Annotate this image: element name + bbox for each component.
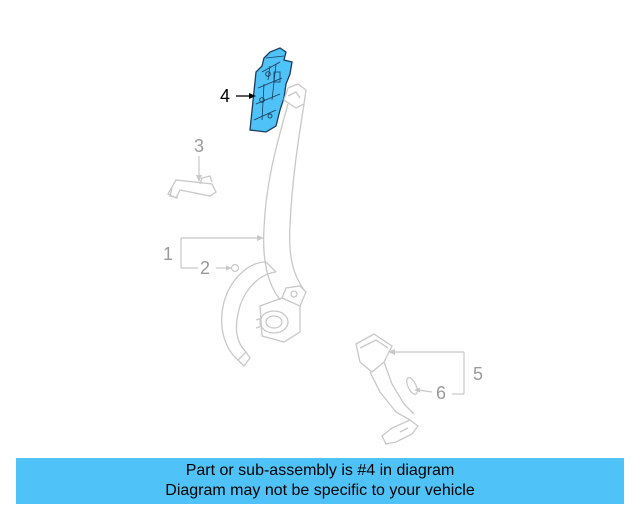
part-3-guide xyxy=(167,175,217,199)
callout-1: 1 xyxy=(163,244,173,264)
upper-anchor-d-ring xyxy=(283,83,307,109)
caption-line-2: Diagram may not be specific to your vehi… xyxy=(165,482,475,499)
leader-lines xyxy=(180,156,465,395)
caption-line-1: Part or sub-assembly is #4 in diagram xyxy=(185,462,455,479)
part-1-belt-webbing xyxy=(221,103,305,367)
caption-banner: Part or sub-assembly is #4 in diagram Di… xyxy=(16,458,624,504)
leader-line-4 xyxy=(236,93,256,99)
callout-6: 6 xyxy=(436,383,446,403)
callout-3: 3 xyxy=(194,136,204,156)
callout-5: 5 xyxy=(473,364,483,384)
callout-4[interactable]: 4 xyxy=(220,86,230,106)
part-4-bracket[interactable] xyxy=(249,47,293,133)
callout-2: 2 xyxy=(200,258,210,278)
belt-retractor xyxy=(255,285,307,343)
part-5-buckle xyxy=(355,333,419,445)
leader-arrowheads xyxy=(196,175,420,393)
part-6-washer xyxy=(406,377,418,395)
